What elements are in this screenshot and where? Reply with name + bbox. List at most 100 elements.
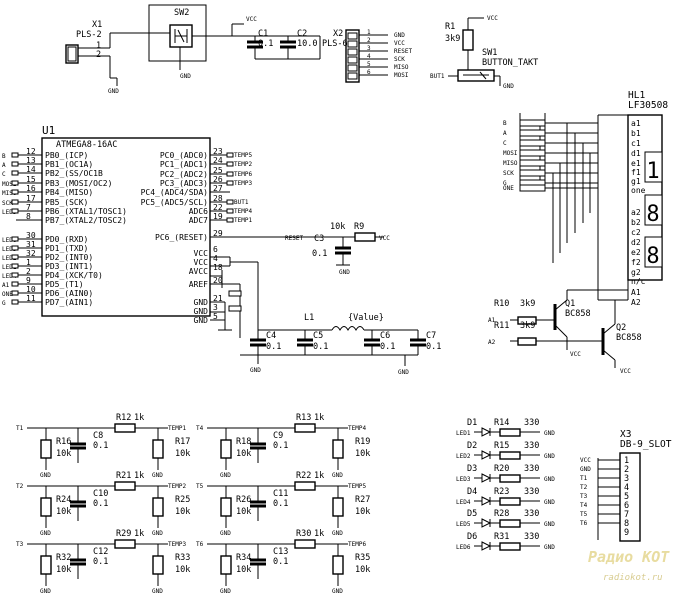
- temp-rr-val-5: 10k: [355, 565, 370, 575]
- cf-ref-2: C6: [380, 331, 390, 341]
- temp-rt-ref-3: R22: [296, 471, 311, 481]
- temp-c-ref-3: C11: [273, 489, 288, 499]
- q1-vcc: VCC: [570, 351, 581, 358]
- temp-rl-ref-4: R32: [56, 553, 71, 563]
- x2-connector-body: [345, 29, 360, 83]
- hl1-pin-17: A2: [631, 298, 641, 307]
- temp-rl-ref-5: R34: [236, 553, 251, 563]
- u1-left-fn-7: PB7_(XTAL2/TOSC2): [45, 216, 127, 225]
- u1-left-net-14: ONE: [2, 291, 13, 298]
- temp-rl-4: [40, 555, 52, 575]
- hl1-pin-0: a1: [631, 119, 641, 128]
- temp-rt-ref-5: R30: [296, 529, 311, 539]
- x2-net-2: VCC: [394, 40, 405, 47]
- temp-rl-2: [40, 497, 52, 517]
- r9-val: 10k: [330, 222, 345, 232]
- led-d-0: D1: [467, 418, 477, 428]
- led-d-5: D6: [467, 532, 477, 542]
- led-4-diode: [481, 496, 492, 506]
- led-d-1: D2: [467, 441, 477, 451]
- sw1-net: BUT1: [430, 73, 445, 80]
- x3-name: DB-9_SLOT: [620, 439, 672, 450]
- temp-rr-val-0: 10k: [175, 449, 190, 459]
- temp-rl-val-3: 10k: [236, 507, 251, 517]
- u1-left-fn-14: PD6_(AIN0): [45, 289, 93, 298]
- u1-right-net-0: TEMP5: [234, 152, 252, 159]
- temp-gnd-r-3: GND: [332, 530, 343, 537]
- r11-resistor: [517, 337, 537, 346]
- sw1-ref: SW1: [482, 48, 497, 58]
- u1-right-fn-13: GND: [194, 298, 209, 307]
- u1-left-num-3: 15: [26, 175, 36, 184]
- led-r-2: R20: [494, 464, 509, 474]
- sw2-gnd-label: GND: [180, 73, 191, 80]
- led-d-3: D4: [467, 487, 477, 497]
- hl1-net-4: MISO: [503, 160, 518, 167]
- temp-c-val-0: 0.1: [93, 441, 108, 451]
- x3-pin-5: 6: [624, 501, 629, 511]
- temp-gnd-r-2: GND: [152, 530, 163, 537]
- temp-gnd-l-2: GND: [40, 530, 51, 537]
- led-5-diode: [481, 518, 492, 528]
- u1-right-num-15: 5: [213, 312, 218, 321]
- u1-left-num-8: 30: [26, 231, 36, 240]
- x1-connector-body: [65, 44, 79, 64]
- u1-left-net-11: LED1: [2, 264, 17, 271]
- filter-gnd-label-2: GND: [398, 369, 409, 376]
- x3-pin-6: 7: [624, 510, 629, 520]
- c3-ref: C3: [314, 234, 324, 244]
- u1-left-fn-8: PD0_(RXD): [45, 235, 88, 244]
- cf-val-0: 0.1: [266, 342, 281, 352]
- temp-c-val-5: 0.1: [273, 557, 288, 567]
- u1-right-net-1: TEMP2: [234, 161, 252, 168]
- hl1-pin-14: g2: [631, 268, 641, 277]
- temp-rt-4: [114, 539, 136, 549]
- r10-resistor: [517, 316, 537, 325]
- u1-left-num-15: 11: [26, 294, 36, 303]
- u1-left-num-7: 8: [26, 212, 31, 221]
- r9-ref: R9: [354, 222, 364, 232]
- led-v-5: 330: [524, 532, 539, 542]
- temp-c-ref-1: C9: [273, 431, 283, 441]
- u1-left-net-15: G: [2, 300, 6, 307]
- u1-right-fn-4: PC4_(ADC4/SDA): [141, 188, 208, 197]
- temp-rt-val-0: 1k: [134, 413, 144, 423]
- q2-vcc: VCC: [620, 368, 631, 375]
- cf-val-2: 0.1: [380, 342, 395, 352]
- led-3-diode: [481, 473, 492, 483]
- u1-left-net-0: B: [2, 153, 6, 160]
- temp-rr-val-1: 10k: [355, 449, 370, 459]
- u1-right-num-9: 6: [213, 245, 218, 254]
- r11-val: 3k9: [520, 321, 535, 331]
- x2-pin-3: 3: [367, 45, 371, 52]
- x3-pin-1: 2: [624, 465, 629, 475]
- r10-val: 3k9: [520, 299, 535, 309]
- hl1-net-0: B: [503, 120, 507, 127]
- x3-net-0: VCC: [580, 457, 591, 464]
- u1-left-num-11: 1: [26, 258, 31, 267]
- temp-rt-ref-2: R21: [116, 471, 131, 481]
- x3-pin-3: 4: [624, 483, 629, 493]
- u1-right-fn-9: VCC: [194, 249, 209, 258]
- x3-pin-7: 8: [624, 519, 629, 529]
- temp-rl-0: [40, 439, 52, 459]
- temp-out-2: TEMP2: [168, 483, 186, 490]
- led-r-3: R23: [494, 487, 509, 497]
- u1-left-num-13: 9: [26, 276, 31, 285]
- temp-in-4: T3: [16, 541, 24, 548]
- temp-rt-val-4: 1k: [134, 529, 144, 539]
- temp-in-3: T5: [196, 483, 204, 490]
- u1-left-fn-12: PD4_(XCK/T0): [45, 271, 103, 280]
- x1-pin1: 1: [96, 41, 101, 51]
- led-v-3: 330: [524, 487, 539, 497]
- r9-vcc-label: VCC: [379, 235, 390, 242]
- temp-gnd-r-4: GND: [152, 588, 163, 595]
- u1-right-num-4: 27: [213, 184, 223, 193]
- u1-left-num-12: 2: [26, 267, 31, 276]
- filter-gnd-label: GND: [250, 367, 261, 374]
- hl1-pin-1: b1: [631, 129, 641, 138]
- temp-gnd-l-4: GND: [40, 588, 51, 595]
- hl1-net-1: A: [503, 130, 507, 137]
- x3-net-6: T5: [580, 511, 588, 518]
- u1-left-num-10: 32: [26, 249, 36, 258]
